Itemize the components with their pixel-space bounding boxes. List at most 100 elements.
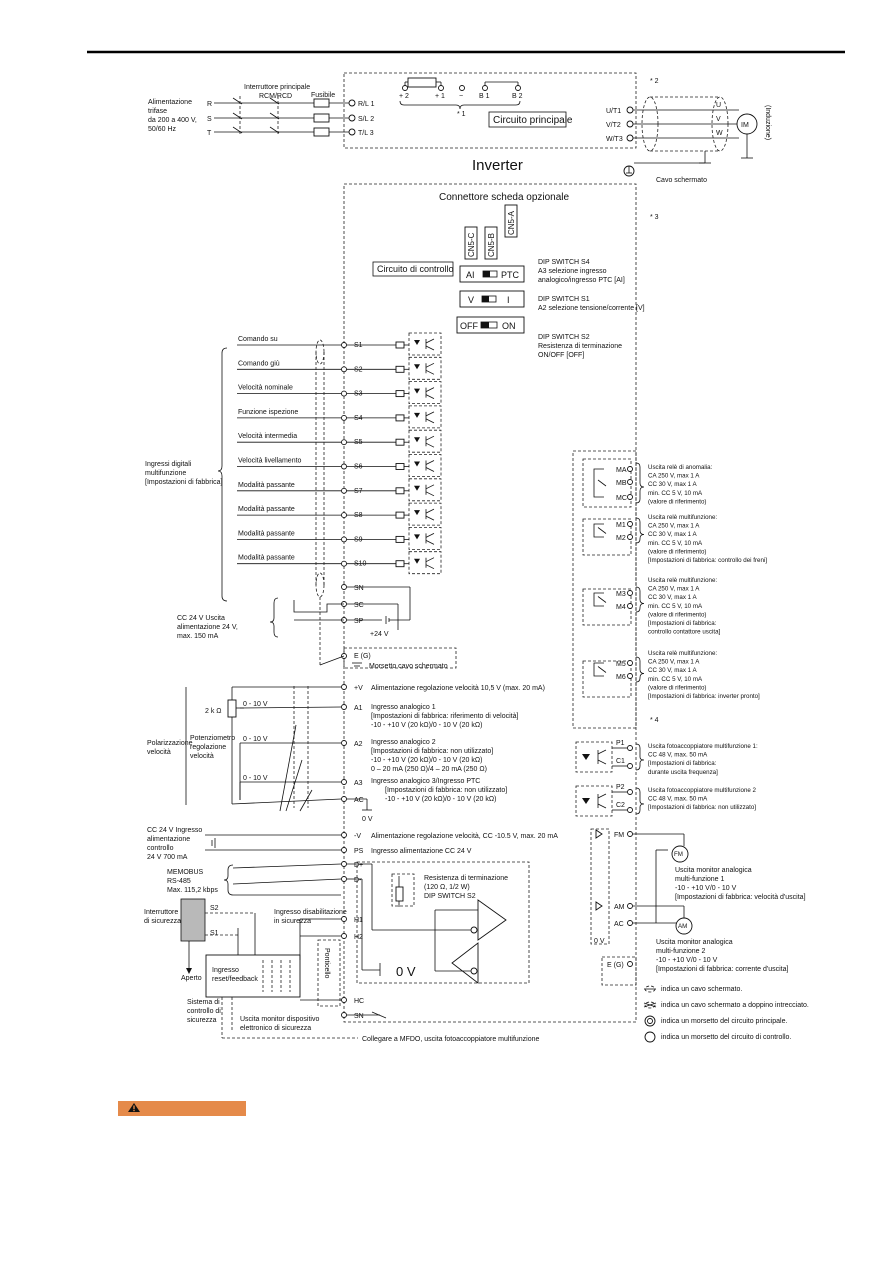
- di-terminal: S8: [354, 512, 363, 519]
- terminal-rl1: [348, 99, 356, 107]
- monitor-box: [590, 828, 610, 945]
- di-terminal: S4: [354, 415, 363, 422]
- legend-4: indica un morsetto del circuito di contr…: [661, 1034, 791, 1041]
- legend: [643, 985, 657, 1043]
- optocoupler: [408, 381, 442, 405]
- safety-switch-1: Interruttore: [144, 909, 178, 916]
- cn5c-box: [464, 226, 478, 260]
- main-circuit-label-box: [488, 111, 567, 128]
- term-eg: E (G): [354, 653, 371, 660]
- relay-desc: controllo contattore uscita]: [648, 629, 721, 636]
- safety-open: Aperto: [181, 975, 202, 982]
- output-lines: [633, 96, 739, 152]
- dc-term-plus2: + 2: [399, 93, 409, 100]
- note-1: * 1: [457, 111, 466, 118]
- shielded-cable-label: Cavo schermato: [656, 177, 707, 184]
- legend-2: indica un cavo schermato a doppino intre…: [661, 1002, 809, 1009]
- dip-s1-desc-1: DIP SWITCH S1: [538, 296, 590, 303]
- term-res-3: DIP SWITCH S2: [424, 893, 476, 900]
- a2-desc-1: Ingresso analogico 2: [371, 739, 436, 746]
- di-label: Velocità intermedia: [238, 433, 297, 440]
- relay-desc: CC 30 V, max 1 A: [648, 667, 697, 674]
- relay-desc: [Impostazioni di fabbrica:: [648, 620, 717, 627]
- di-terminal: S10: [354, 561, 367, 568]
- note-4: * 4: [650, 717, 659, 724]
- terminal-tl3: [348, 128, 356, 136]
- control-circuit-label-box: [372, 261, 454, 277]
- monitor-2: elettronico di sicurezza: [240, 1025, 311, 1032]
- out-ut1: U/T1: [606, 108, 621, 115]
- supply24-label-3: max. 150 mA: [177, 633, 219, 640]
- am-desc-1: Uscita monitor analogica: [656, 939, 733, 946]
- range-a2: 0 - 10 V: [243, 736, 268, 743]
- optocoupler: [408, 527, 442, 550]
- phase-s: S: [207, 116, 212, 123]
- term-sn2: SN: [354, 1013, 364, 1020]
- term-am: AM: [614, 904, 625, 911]
- relay-terminal: M6: [616, 674, 626, 681]
- di-label: Velocità livellamento: [238, 458, 302, 465]
- term-resistor: [395, 886, 404, 902]
- bias-label-2: velocità: [147, 749, 171, 756]
- dip-s4-desc-3: analogico/ingresso PTC [AI]: [538, 277, 625, 284]
- di-terminal: S7: [354, 488, 363, 495]
- range-a1: 0 - 10 V: [243, 701, 268, 708]
- pot-label-3: velocità: [190, 753, 214, 760]
- out-vt2: V/T2: [606, 122, 621, 129]
- safety-s1: S1: [210, 930, 219, 937]
- di-label: Modalità passante: [238, 530, 295, 537]
- term-fm: FM: [614, 832, 624, 839]
- am-desc-2: multi-funzione 2: [656, 948, 706, 955]
- relay-desc: [Impostazioni di fabbrica: controllo dei…: [648, 557, 767, 564]
- terminal-sl2: [348, 114, 356, 122]
- relay-desc: min. CC 5 V, 10 mA: [648, 490, 703, 497]
- optocoupler: [408, 429, 442, 453]
- di-label: Comando giù: [238, 360, 280, 367]
- disable-in-2: in sicurezza: [274, 918, 311, 925]
- cn5b-label: CN5-B: [487, 233, 496, 257]
- safety-s2: S2: [210, 905, 219, 912]
- monitor-1: Uscita monitor dispositivo: [240, 1016, 319, 1023]
- di-label: Velocità nominale: [238, 385, 293, 392]
- main-circuit-label: Circuito principale: [493, 115, 573, 126]
- relay-desc: (valore di riferimento): [648, 611, 706, 618]
- control-circuit-label: Circuito di controllo: [377, 264, 454, 274]
- a3-desc-2: [Impostazioni di fabbrica: non utilizzat…: [385, 787, 507, 794]
- di-group-label-3: [Impostazioni di fabbrica]: [145, 479, 222, 486]
- relay-desc: Uscita relè di anomalia:: [648, 464, 713, 471]
- relay-desc: CA 250 V, max 1 A: [648, 586, 700, 593]
- di-terminal: S6: [354, 464, 363, 471]
- relay-desc: CA 250 V, max 1 A: [648, 473, 700, 480]
- di-label: Modalità passante: [238, 555, 295, 562]
- dc-reactor: [407, 77, 437, 88]
- eg-desc: Morsetto cavo schermato: [369, 663, 448, 670]
- dip-s2-right: ON: [502, 321, 516, 331]
- memobus-3: Max. 115,2 kbps: [167, 887, 218, 894]
- terminal-rl1-label: R/L 1: [358, 101, 375, 108]
- term-dminus: D-: [354, 877, 362, 884]
- photo-terminal: P2: [616, 784, 625, 791]
- monitor-zero-v: 0 V: [594, 938, 605, 945]
- dip-s2-desc-1: DIP SWITCH S2: [538, 334, 590, 341]
- dc-brace: [399, 100, 521, 110]
- ext-supply-3: controllo: [147, 845, 174, 852]
- term-sn: SN: [354, 585, 364, 592]
- di-shield-bottom: [315, 572, 325, 598]
- term-ac2: AC: [614, 921, 624, 928]
- safety-reset-2: reset/feedback: [212, 976, 258, 983]
- safety-switch-2: di sicurezza: [144, 918, 181, 925]
- legend-3: indica un morsetto del circuito principa…: [661, 1018, 788, 1025]
- memobus-2: RS-485: [167, 878, 191, 885]
- optocoupler: [408, 502, 442, 526]
- mv-desc: Alimentazione regolazione velocità, CC -…: [371, 833, 558, 840]
- cn5a-box: [504, 204, 518, 238]
- dip-s4: [459, 265, 525, 283]
- phase-r: R: [207, 101, 212, 108]
- dc-term-b1: B 1: [479, 93, 490, 100]
- di-label: Modalità passante: [238, 482, 295, 489]
- relay-desc: CA 250 V, max 1 A: [648, 523, 700, 530]
- fm-desc-2: multi-funzione 1: [675, 876, 725, 883]
